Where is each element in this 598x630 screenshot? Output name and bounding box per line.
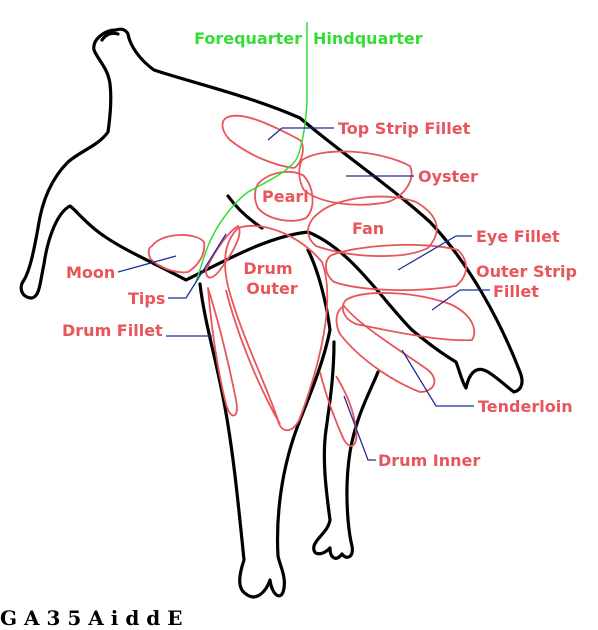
leader-drum-inner [343,395,376,461]
left-leg-outline [198,248,332,599]
right-leg-outline [312,340,380,560]
tenderloin-cut [335,305,436,393]
label-moon: Moon [66,263,115,282]
footer-text: G A 3 5 A i d d E [0,606,183,630]
label-drum-inner: Drum Inner [378,451,480,470]
outer-strip-fillet-cut [341,292,476,342]
label-eye-fillet: Eye Fillet [476,227,560,246]
forequarter-label: Forequarter [194,29,302,48]
pearl-cut [254,170,314,222]
body-outline [19,27,524,394]
label-top-strip-fillet: Top Strip Fillet [338,119,471,138]
neck-fold [226,194,264,230]
leader-tips [168,233,227,299]
label-outer-strip-line1: Outer Strip [476,262,577,281]
leader-outer-strip-fillet [431,289,490,311]
label-drum-outer-line2: Outer [246,279,297,298]
quarter-divider-line [195,22,308,283]
label-tenderloin: Tenderloin [478,397,573,416]
label-drum-fillet: Drum Fillet [62,321,163,340]
drum-fillet-cut-2 [225,289,281,425]
leader-eye-fillet [397,235,472,271]
fan-cut [307,195,438,257]
drum-inner-cut [319,371,358,447]
tips-cut [205,225,241,279]
label-tips: Tips [128,289,165,308]
eye-fillet-cut [325,243,467,291]
label-outer-strip-line2: Fillet [493,282,539,301]
leader-top-strip-fillet [267,127,334,141]
oyster-cut [298,150,413,206]
moon-cut [147,234,206,274]
label-oyster: Oyster [418,167,478,186]
drum-outer-cut [224,225,329,432]
drum-fillet-cut [207,287,238,417]
label-fan: Fan [352,219,384,238]
leader-moon [117,255,177,273]
label-pearl: Pearl [262,187,309,206]
label-drum-outer-line1: Drum [243,259,292,278]
beak-tip [100,31,120,42]
hindquarter-label: Hindquarter [313,29,423,48]
top-strip-fillet-cut [221,114,304,169]
leader-tenderloin [401,349,474,407]
